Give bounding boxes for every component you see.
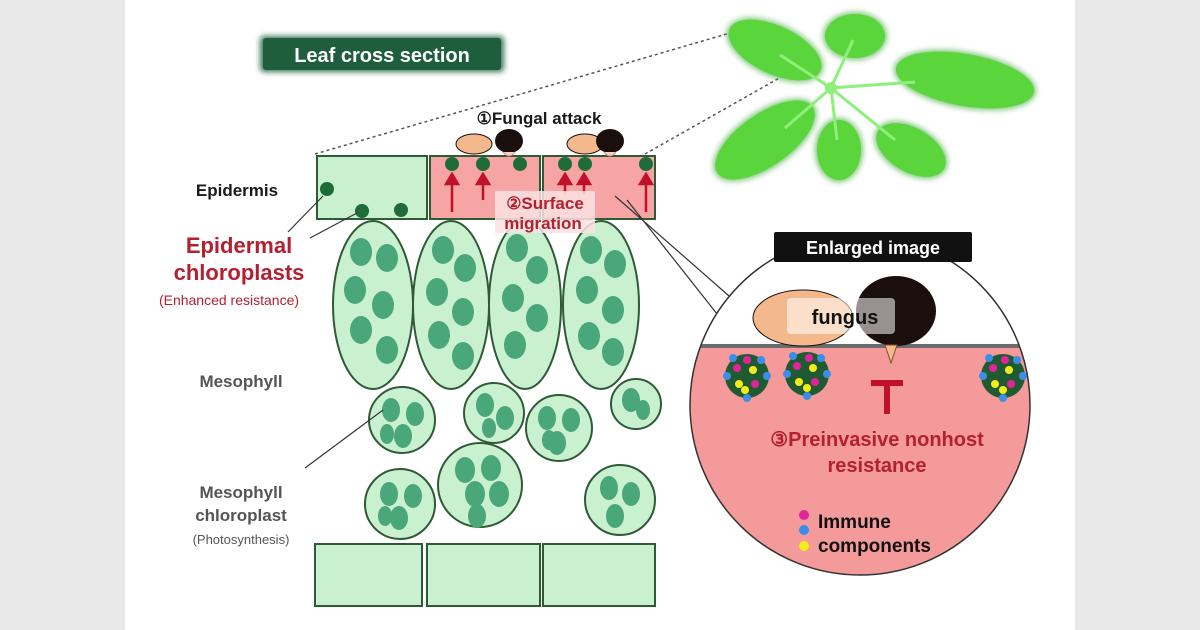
mesophyll-label: Mesophyll	[199, 372, 282, 391]
immune-components-label-line2: components	[818, 536, 931, 557]
photosynthesis-label: (Photosynthesis)	[193, 532, 290, 547]
surface-migration-label-line2: migration	[504, 214, 581, 233]
immune-chloroplast	[783, 352, 831, 400]
fungus-spores-small	[455, 129, 624, 157]
epidermal-chloroplasts-label-line2: chloroplasts	[174, 260, 305, 285]
epidermis-layer	[316, 129, 656, 220]
epidermis-label: Epidermis	[196, 181, 278, 200]
enlarged-image-badge	[774, 232, 972, 262]
fungal-attack-label: ①Fungal attack	[477, 109, 602, 128]
epidermal-chloroplast	[320, 182, 334, 196]
surface-migration-label: ②Surface	[506, 194, 584, 213]
zoom-line-left	[314, 32, 731, 155]
diagram-canvas: Leaf cross section	[159, 12, 1037, 607]
label-pointers	[287, 195, 384, 469]
enlarged-view: Enlarged image fungus ③Preinvasive nonho…	[689, 232, 1031, 576]
enlarged-image-label: Enlarged image	[806, 238, 940, 258]
preinvasive-resistance-label: ③Preinvasive nonhost	[770, 429, 984, 451]
enhanced-resistance-label: (Enhanced resistance)	[159, 292, 299, 308]
zoom-connector	[626, 199, 726, 325]
fungus-label: fungus	[812, 307, 879, 329]
title-group: Leaf cross section	[260, 36, 504, 72]
palisade-layer	[332, 220, 640, 390]
spongy-layer	[364, 378, 662, 540]
plant-rosette	[713, 12, 1037, 182]
epidermal-chloroplast	[394, 203, 408, 217]
zoom-line-right	[644, 67, 798, 155]
preinvasive-resistance-label-line2: resistance	[828, 455, 927, 477]
diagram-stage: Leaf cross section	[125, 0, 1075, 630]
lower-epidermis	[314, 543, 656, 607]
zoom-connector	[614, 195, 746, 311]
mesophyll-chloroplast-label-line2: chloroplast	[195, 506, 287, 525]
epidermis-cell-normal	[316, 155, 428, 220]
block-symbol	[871, 380, 903, 414]
immune-chloroplast	[979, 354, 1027, 402]
immune-legend: Immune components	[799, 510, 931, 557]
diagram-title: Leaf cross section	[294, 45, 470, 67]
immune-chloroplast	[723, 354, 771, 402]
surface-migration-label-group: ②Surface migration	[495, 191, 595, 233]
mesophyll-chloroplast-label: Mesophyll	[199, 483, 282, 502]
immune-components-label: Immune	[818, 512, 891, 533]
epidermal-chloroplast	[355, 204, 369, 218]
epidermal-chloroplasts-label: Epidermal	[186, 233, 292, 258]
